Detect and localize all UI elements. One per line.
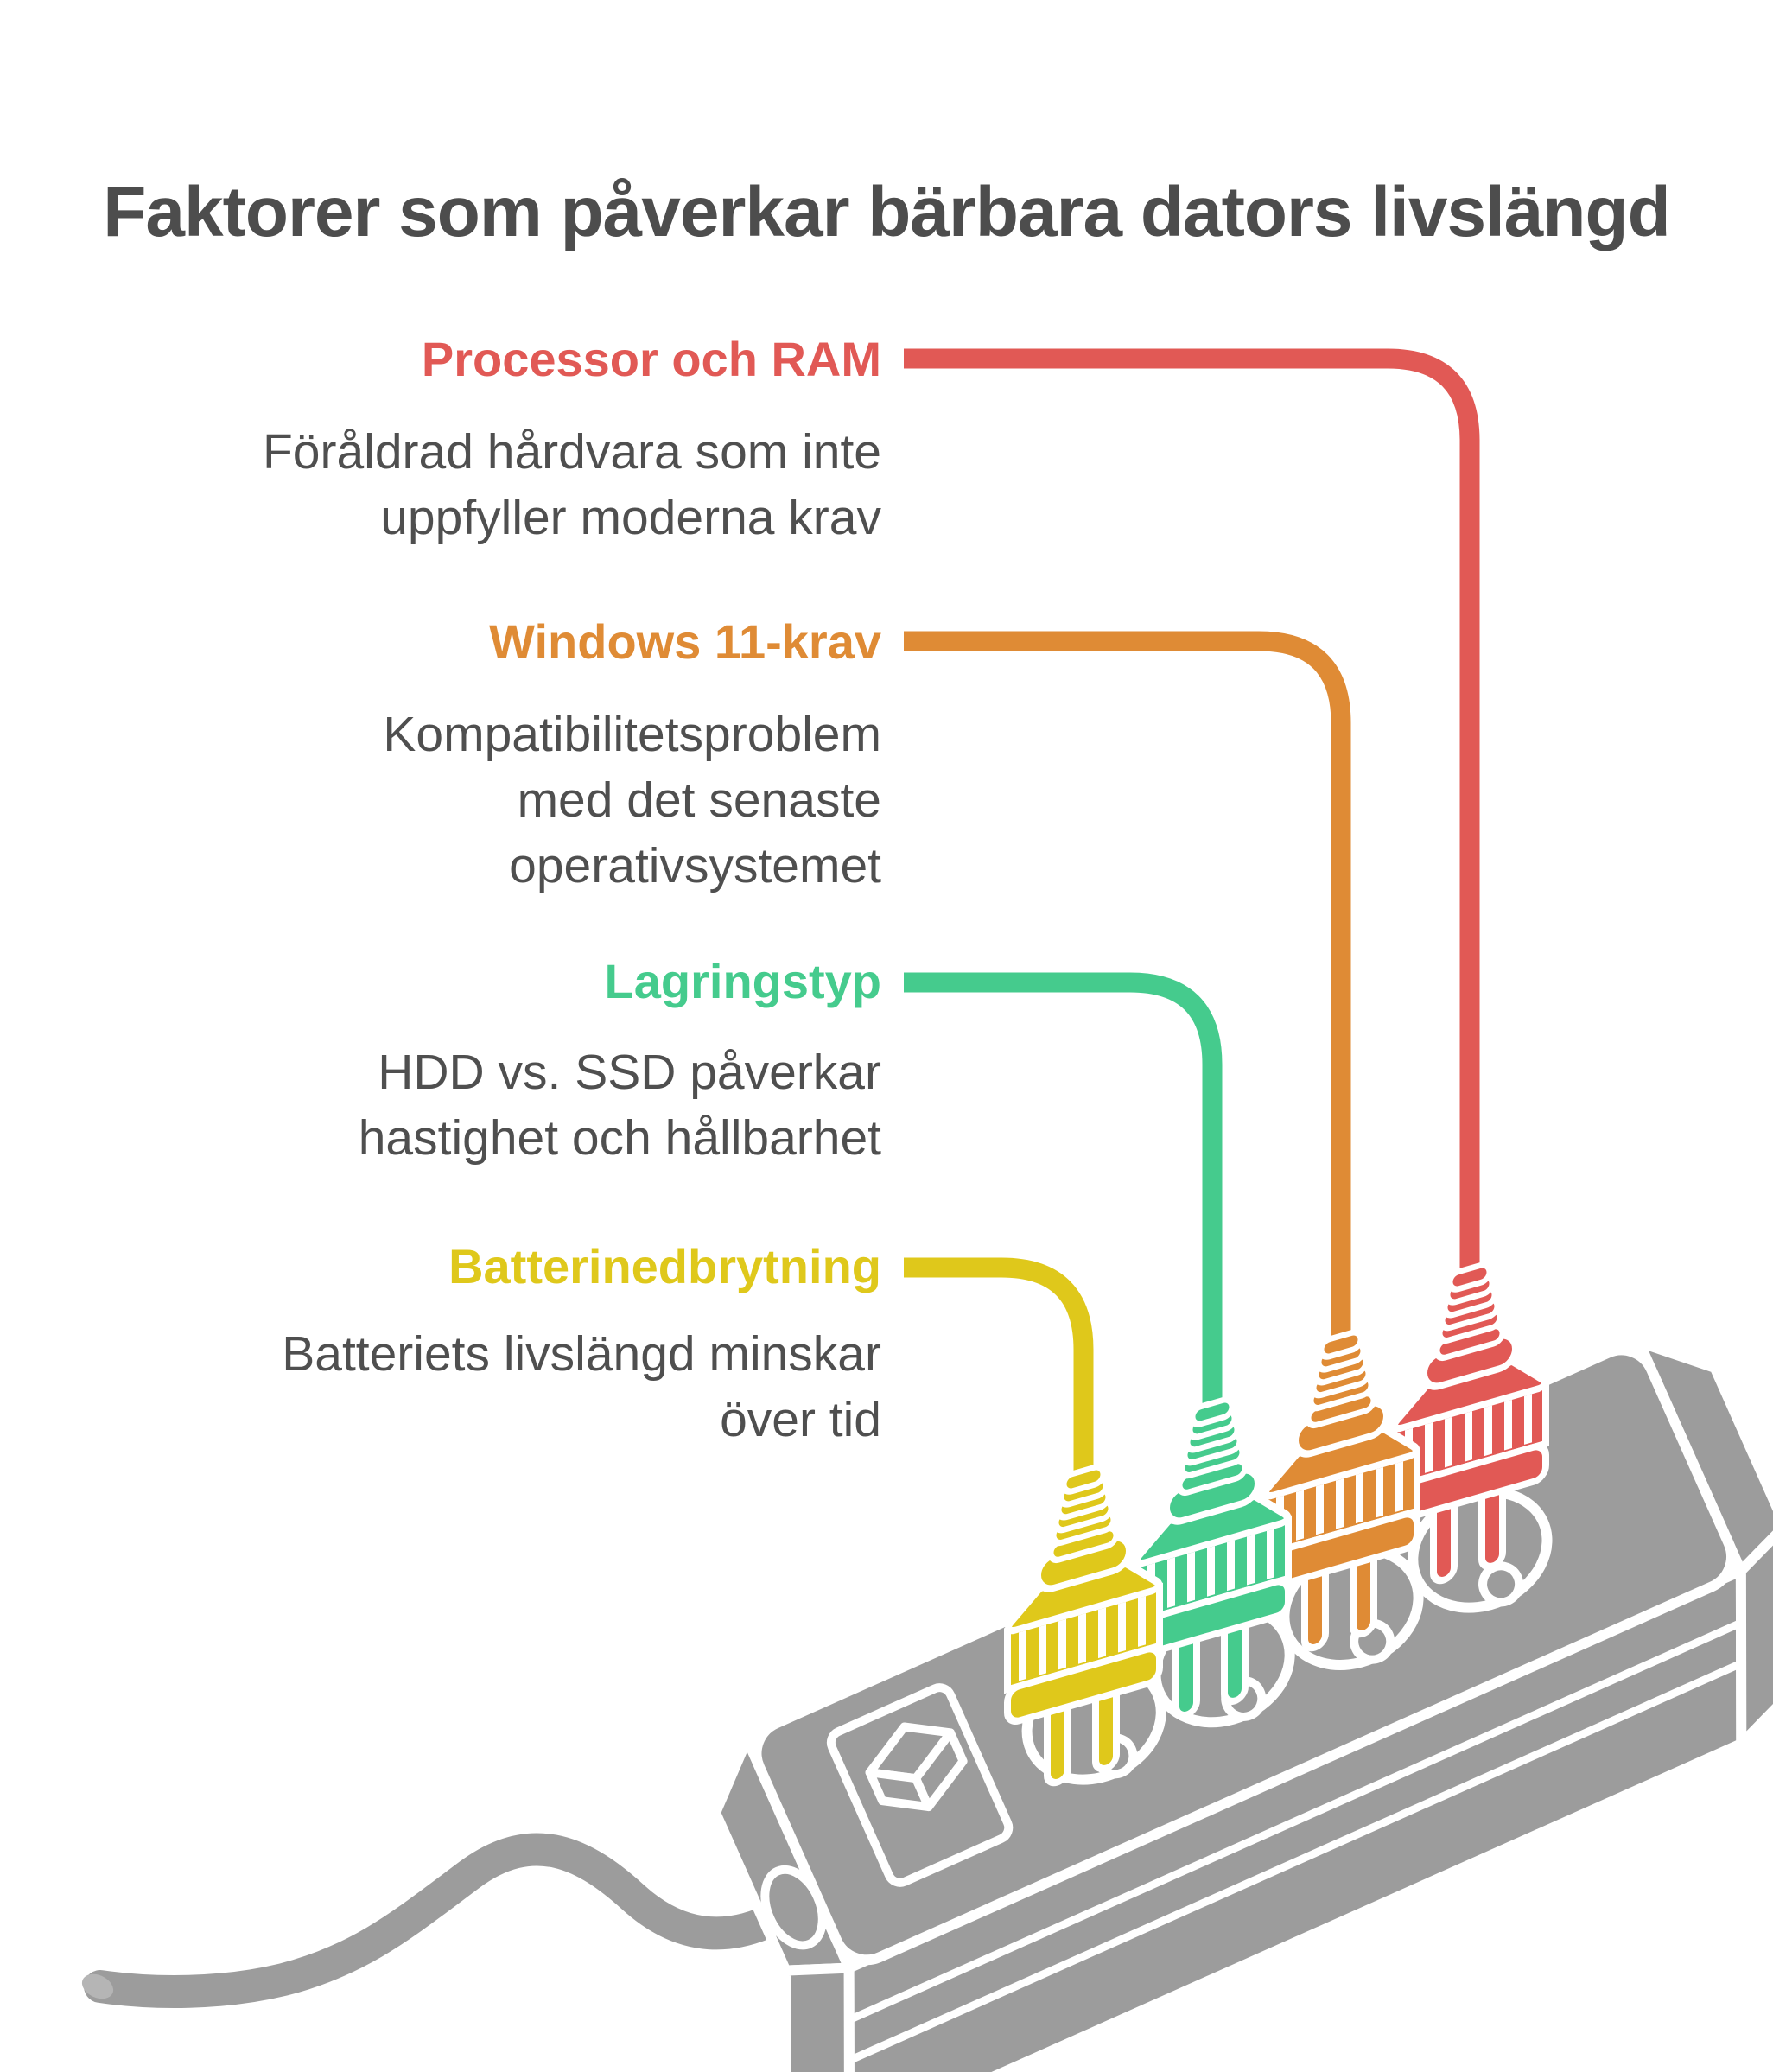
desc-line: Batteriets livslängd minskar (282, 1326, 881, 1382)
desc-line: med det senaste (517, 772, 881, 828)
power-switch (826, 1683, 1014, 1887)
desc-line: HDD vs. SSD påverkar (378, 1045, 881, 1100)
desc-line: uppfyller moderna krav (380, 490, 881, 545)
factor-label-processor-ram: Processor och RAM (421, 332, 881, 386)
desc-line: Kompatibilitetsproblem (383, 707, 881, 762)
strip-seam-line (848, 1618, 1744, 2024)
switch-rocker-right (912, 1728, 968, 1812)
desc-line: operativsystemet (509, 838, 881, 893)
cable-windows11 (904, 631, 1351, 1343)
factor-label-windows11: Windows 11-krav (489, 614, 881, 669)
cable-batteri (904, 1257, 1094, 1478)
desc-line: över tid (720, 1392, 881, 1447)
factor-label-batteri: Batterinedbrytning (448, 1239, 881, 1293)
desc-line: Föråldrad hårdvara som inte (262, 424, 881, 480)
cord-grommet (760, 1865, 827, 1950)
factor-desc-batteri: Batteriets livslängd minskar över tid (282, 1321, 881, 1452)
factor-label-lagringstyp: Lagringstyp (604, 954, 881, 1008)
page-title: Faktorer som påverkar bärbara dators liv… (103, 172, 1670, 251)
factor-desc-lagringstyp: HDD vs. SSD påverkar hastighet och hållb… (359, 1039, 881, 1171)
desc-line: hastighet och hållbarhet (358, 1110, 881, 1166)
power-cord (84, 1833, 811, 2008)
strip-seam-line (848, 1659, 1744, 2064)
strip-left-cap-bottom (780, 1962, 855, 2072)
strip-right-cap-bottom (1735, 1520, 1773, 1750)
cable-lagringstyp (904, 972, 1223, 1410)
power-cord-tip (81, 1973, 114, 1999)
cable-processor-ram (904, 348, 1480, 1275)
factor-desc-windows11: Kompatibilitetsproblem med det senaste o… (383, 702, 881, 899)
factor-desc-processor-ram: Föråldrad hårdvara som inte uppfyller mo… (263, 419, 881, 550)
